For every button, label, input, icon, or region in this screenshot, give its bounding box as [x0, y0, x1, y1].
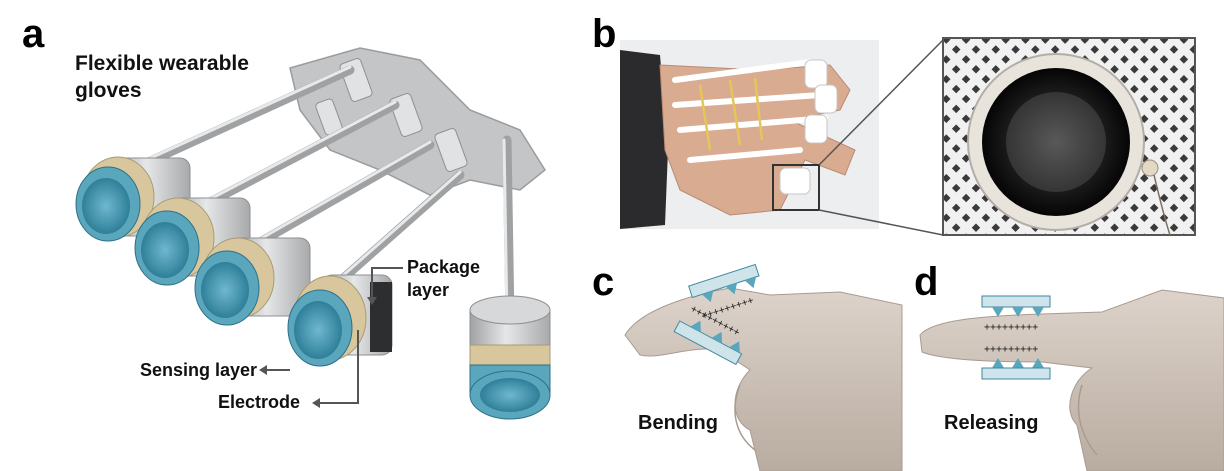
- panel-d: d +++++++++ +++++++++ Releasing: [902, 250, 1224, 471]
- package-layer-callout: Package layer: [407, 257, 481, 300]
- panel-b-label: b: [592, 12, 617, 56]
- finger-sensor-4: [287, 274, 393, 367]
- panel-a-label: a: [22, 12, 45, 56]
- bending-finger-illustration: +++++++++ +++++++++: [624, 263, 903, 471]
- glove-illustration: [75, 47, 551, 420]
- electrode-callout: Electrode: [218, 392, 301, 412]
- panel-a: a Flexible wearable gloves: [0, 0, 580, 471]
- releasing-caption: Releasing: [944, 412, 1039, 434]
- sensing-layer-callout: Sensing layer: [140, 360, 258, 380]
- panel-c-label: c: [592, 260, 615, 304]
- thumb-sensor: [469, 295, 551, 420]
- panel-c: c +++++++++ +++++++++ Bending: [580, 250, 903, 471]
- releasing-finger-illustration: +++++++++ +++++++++: [919, 289, 1224, 471]
- panel-a-title: Flexible wearable gloves: [75, 52, 249, 102]
- svg-text:+++++++++: +++++++++: [984, 322, 1038, 333]
- panel-b: b: [580, 0, 1224, 250]
- finger-sensor-3: [194, 237, 311, 326]
- panel-d-label: d: [914, 260, 939, 304]
- hand-photo: [620, 37, 1196, 236]
- svg-text:+++++++++: +++++++++: [984, 344, 1038, 355]
- bending-caption: Bending: [638, 412, 718, 434]
